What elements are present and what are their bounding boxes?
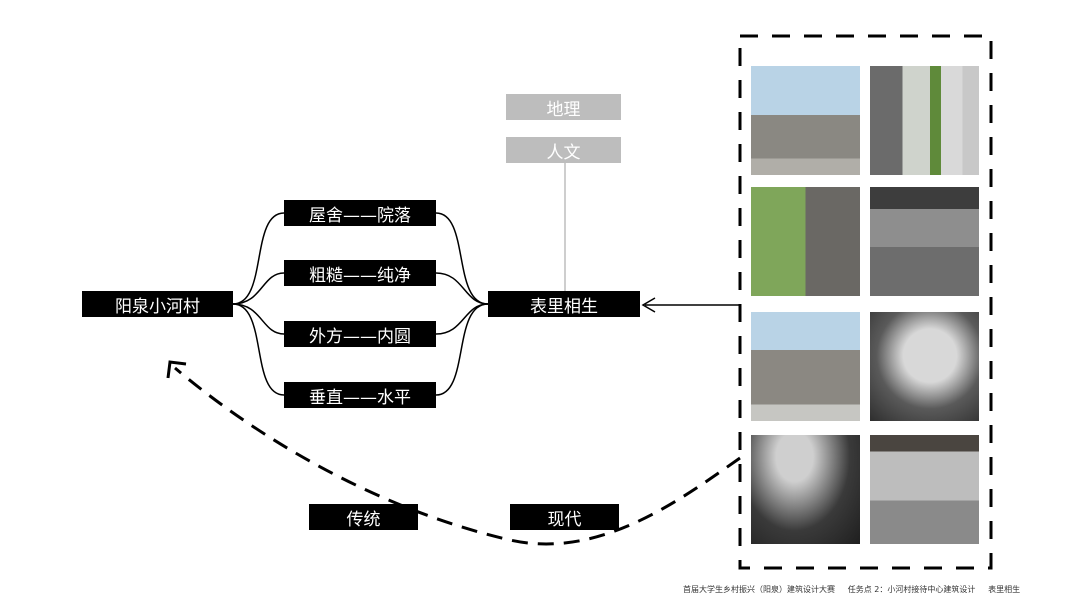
footer-theme: 表里相生 <box>988 585 1021 594</box>
aspect-node: 地理 <box>506 94 621 120</box>
dashed-return-arrow <box>174 366 741 546</box>
photo-dome <box>870 312 979 421</box>
photo-street <box>751 312 860 421</box>
branch-line <box>232 212 285 305</box>
branch-line <box>232 272 285 305</box>
tradition-label: 传统 <box>309 504 418 530</box>
pair-node: 垂直——水平 <box>284 382 436 408</box>
footer-task: 任务点 2：小河村接待中心建筑设计 <box>847 585 976 594</box>
branch-line <box>435 303 489 396</box>
branch-line <box>232 303 285 335</box>
pair-node: 屋舍——院落 <box>284 200 436 226</box>
photo-vault <box>751 435 860 544</box>
footer-competition: 首届大学生乡村振兴（阳泉）建筑设计大赛 <box>683 585 835 594</box>
branch-line <box>435 272 489 305</box>
branch-line <box>232 303 285 396</box>
footer: 首届大学生乡村振兴（阳泉）建筑设计大赛 任务点 2：小河村接待中心建筑设计 表里… <box>683 584 1020 595</box>
photo-exterior <box>751 66 860 175</box>
photo-frame <box>738 34 993 570</box>
photo-interior <box>870 187 979 296</box>
pair-node: 外方——内圆 <box>284 321 436 347</box>
root-node: 阳泉小河村 <box>82 291 233 317</box>
branch-line <box>435 303 489 335</box>
aspect-node: 人文 <box>506 137 621 163</box>
modern-label: 现代 <box>510 504 619 530</box>
photo-corridor <box>870 435 979 544</box>
center-node: 表里相生 <box>488 291 640 317</box>
dashed-arrow-head <box>166 360 187 379</box>
branch-line <box>435 212 489 305</box>
pair-node: 粗糙——纯净 <box>284 260 436 286</box>
arrow-head <box>641 297 656 313</box>
photo-tree-wall <box>751 187 860 296</box>
photo-courtyard <box>870 66 979 175</box>
